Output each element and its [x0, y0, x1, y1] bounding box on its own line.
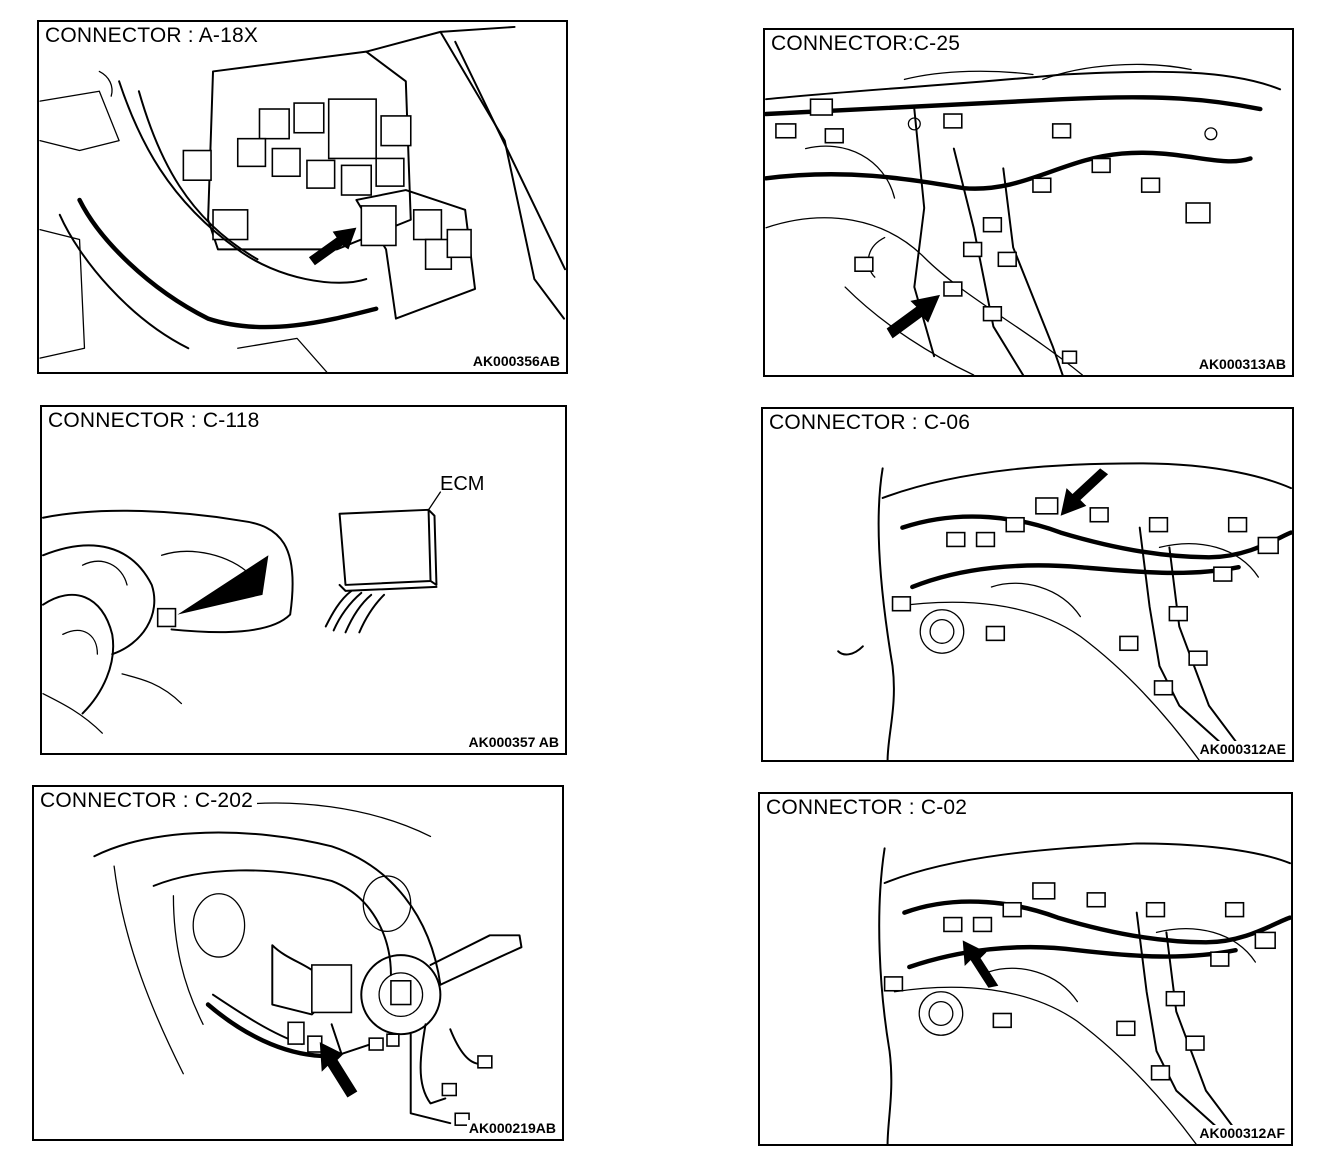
locator-arrow-icon — [319, 1042, 358, 1098]
panel-connector-a-18x: CONNECTOR : A-18X AK000356AB — [37, 20, 568, 374]
figure-code: AK000357 AB — [466, 734, 559, 750]
figure-code: AK000312AE — [1197, 741, 1286, 757]
figure-code: AK000312AF — [1197, 1125, 1285, 1141]
panel-title: CONNECTOR : C-06 — [769, 411, 975, 435]
locator-arrow-icon — [962, 940, 999, 988]
panel-title: CONNECTOR : C-02 — [766, 796, 972, 820]
panel-connector-c-02: CONNECTOR : C-02 AK000312AF — [758, 792, 1293, 1146]
figure-code: AK000356AB — [470, 353, 560, 369]
locator-arrow-icon — [1060, 468, 1109, 516]
ecm-location-illustration — [42, 491, 442, 734]
locator-arrow-icon — [308, 227, 357, 266]
figure-code: AK000219AB — [466, 1120, 556, 1136]
panel-title: CONNECTOR : A-18X — [45, 24, 263, 48]
figure-code: AK000313AB — [1196, 356, 1286, 372]
panel-title: CONNECTOR : C-118 — [48, 409, 264, 433]
panel-connector-c-118: ECM CONNECTOR : C-118 AK000357 AB — [40, 405, 567, 755]
dashboard-harness-illustration — [878, 842, 1291, 1144]
panel-title: CONNECTOR:C-25 — [771, 32, 965, 56]
steering-column-illustration — [93, 802, 523, 1126]
ecm-label: ECM — [440, 473, 485, 495]
locator-arrow-icon — [177, 555, 269, 615]
locator-arrow-icon — [886, 294, 941, 339]
relay-box-illustration — [39, 25, 566, 372]
panel-connector-c-06: CONNECTOR : C-06 AK000312AE — [761, 407, 1294, 762]
panel-connector-c-25: CONNECTOR:C-25 AK000313AB — [763, 28, 1294, 377]
panel-connector-c-202: CONNECTOR : C-202 AK000219AB — [32, 785, 564, 1141]
dashboard-harness-illustration — [765, 63, 1282, 375]
panel-title: CONNECTOR : C-202 — [40, 789, 258, 813]
dashboard-harness-illustration — [837, 462, 1292, 760]
